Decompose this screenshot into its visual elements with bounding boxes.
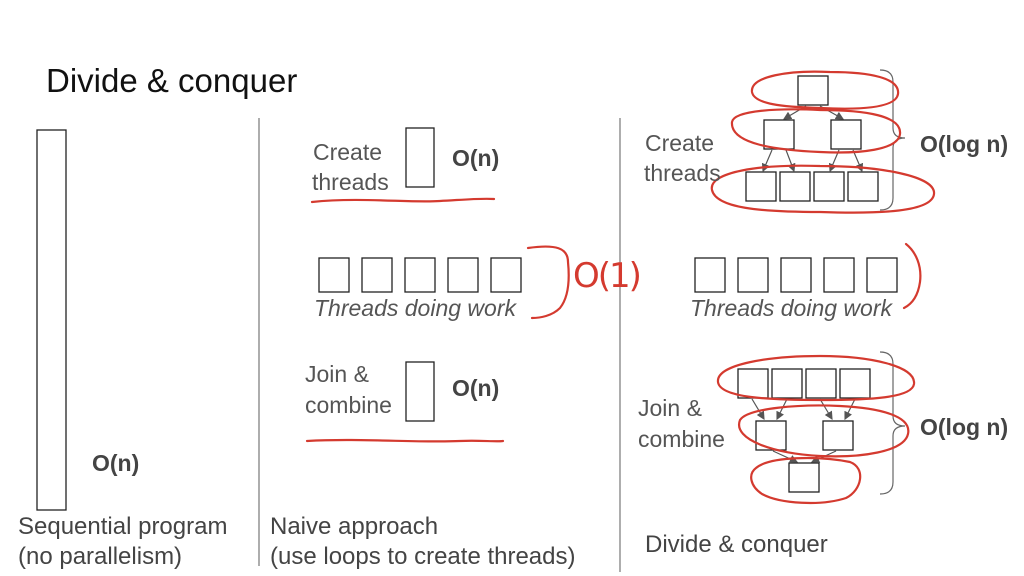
naive-work-bracket bbox=[526, 245, 570, 320]
tree-node bbox=[745, 171, 777, 202]
worker-thread-box bbox=[404, 257, 436, 293]
tree-node bbox=[839, 368, 871, 399]
naive-create-underline bbox=[310, 197, 496, 204]
dc-create-complexity: O(log n) bbox=[920, 131, 1009, 157]
naive-worker-threads bbox=[318, 257, 522, 293]
worker-thread-box bbox=[490, 257, 522, 293]
red-ink-annotations bbox=[305, 70, 936, 505]
dc-work-bracket bbox=[902, 242, 922, 310]
sequential-complexity: O(n) bbox=[92, 450, 140, 476]
tree-node bbox=[771, 368, 803, 399]
sequential-caption-line1: Sequential program bbox=[18, 513, 228, 540]
dc-threads-doing-work: Threads doing work bbox=[690, 295, 892, 321]
dc-join-label-line1: Join & bbox=[638, 395, 702, 421]
dc-join-complexity: O(log n) bbox=[920, 414, 1009, 440]
naive-create-label-line1: Create bbox=[313, 139, 383, 165]
naive-join-label-line1: Join & bbox=[305, 361, 369, 387]
naive-join-underline bbox=[305, 438, 505, 443]
dc-join-circle-level-1 bbox=[737, 404, 910, 458]
naive-create-box bbox=[405, 127, 435, 188]
worker-thread-box bbox=[737, 257, 769, 293]
dc-create-brace bbox=[879, 69, 906, 211]
tree-node bbox=[847, 171, 879, 202]
naive-create-complexity: O(n) bbox=[452, 145, 500, 171]
tree-node bbox=[813, 171, 845, 202]
dc-join-brace bbox=[879, 351, 906, 495]
worker-thread-box bbox=[318, 257, 350, 293]
tree-node bbox=[822, 420, 854, 451]
sequential-caption-line2: (no parallelism) bbox=[18, 543, 183, 570]
tree-arrow bbox=[772, 450, 799, 463]
dc-join-tree bbox=[737, 368, 871, 493]
dc-join-circle-level-0 bbox=[716, 354, 916, 402]
worker-thread-box bbox=[447, 257, 479, 293]
naive-join-box bbox=[405, 361, 435, 422]
dc-circle-level-2 bbox=[710, 164, 936, 214]
worker-thread-box bbox=[361, 257, 393, 293]
naive-threads-doing-work: Threads doing work bbox=[314, 295, 516, 321]
worker-thread-box bbox=[694, 257, 726, 293]
tree-node bbox=[805, 368, 837, 399]
tree-node bbox=[763, 119, 795, 150]
dc-create-label-line1: Create bbox=[645, 130, 715, 156]
tree-node bbox=[779, 171, 811, 202]
tree-node bbox=[788, 462, 820, 493]
dc-caption: Divide & conquer bbox=[645, 531, 828, 558]
tree-arrow bbox=[819, 398, 833, 421]
tree-arrow bbox=[776, 398, 788, 421]
worker-thread-box bbox=[866, 257, 898, 293]
tree-node bbox=[830, 119, 862, 150]
tree-node bbox=[737, 368, 769, 399]
slide-title: Divide & conquer bbox=[46, 62, 298, 99]
naive-create-label-line2: threads bbox=[312, 169, 389, 195]
naive-join-label-line2: combine bbox=[305, 392, 392, 418]
naive-join-complexity: O(n) bbox=[452, 375, 500, 401]
dc-join-label-line2: combine bbox=[638, 426, 725, 452]
tree-arrow bbox=[751, 398, 765, 421]
dc-circle-level-0 bbox=[750, 70, 900, 110]
naive-caption-line2: (use loops to create threads) bbox=[270, 543, 576, 570]
worker-thread-box bbox=[823, 257, 855, 293]
dc-worker-threads bbox=[694, 257, 898, 293]
tree-arrow bbox=[844, 398, 856, 421]
naive-work-annotation: O(1) bbox=[573, 256, 642, 296]
dc-circle-level-1 bbox=[730, 108, 902, 154]
tree-node bbox=[797, 75, 829, 106]
dc-create-label-line2: threads bbox=[644, 160, 721, 186]
sequential-program-bar bbox=[36, 129, 67, 511]
dc-join-circle-level-2 bbox=[750, 456, 862, 505]
tree-arrow bbox=[785, 149, 796, 173]
naive-caption-line1: Naive approach bbox=[270, 513, 439, 540]
dc-create-tree bbox=[745, 75, 879, 202]
worker-thread-box bbox=[780, 257, 812, 293]
